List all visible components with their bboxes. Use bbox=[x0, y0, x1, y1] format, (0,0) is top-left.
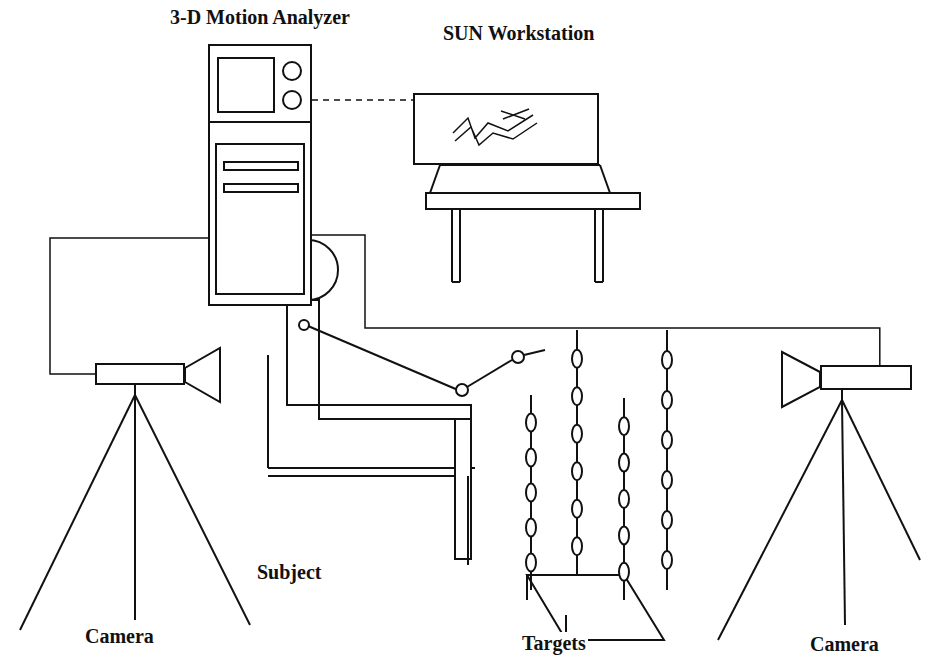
workstation: SUN Workstation bbox=[413, 93, 599, 165]
node-label: 3-D Motion Analyzer bbox=[168, 6, 352, 28]
node-label: SUN Workstation bbox=[441, 22, 596, 44]
workstation-outline bbox=[413, 93, 599, 165]
camera-left-figure bbox=[20, 348, 250, 630]
camera-outline bbox=[95, 363, 185, 385]
cable bbox=[50, 238, 208, 374]
node-label: Camera bbox=[808, 633, 881, 655]
node-label: Camera bbox=[83, 625, 156, 647]
camera-right-figure bbox=[718, 352, 920, 640]
desk bbox=[426, 165, 640, 282]
motion-analyzer: 3-D Motion Analyzer bbox=[208, 44, 312, 306]
camera-outline bbox=[820, 365, 912, 390]
figure-label: Targets bbox=[520, 632, 588, 654]
targets-base bbox=[527, 575, 664, 640]
cable bbox=[312, 99, 413, 101]
motion-analyzer-outline bbox=[208, 44, 312, 306]
camera: Camera bbox=[95, 363, 185, 385]
target-chains bbox=[526, 330, 672, 600]
camera: Camera bbox=[820, 365, 912, 390]
figure-label: Subject bbox=[255, 561, 323, 583]
